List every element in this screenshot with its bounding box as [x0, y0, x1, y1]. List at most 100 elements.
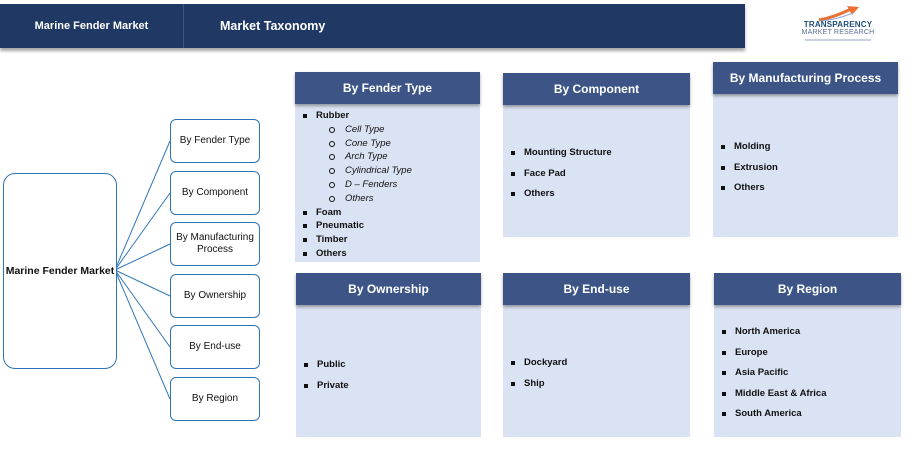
list-item-label: Dockyard — [524, 357, 568, 368]
list-item: Public — [304, 355, 349, 376]
list-item-label: Face Pad — [524, 167, 566, 179]
bullet-icon — [511, 171, 515, 176]
bullet-icon — [303, 251, 307, 256]
list-item: Private — [304, 376, 349, 397]
branch-end-use: By End-use — [170, 325, 260, 369]
bullet-icon — [511, 192, 515, 196]
bullet-icon — [511, 381, 515, 386]
root-node: Marine Fender Market — [3, 173, 117, 369]
list-item-label: Private — [317, 379, 349, 391]
list-item: Others — [721, 178, 778, 199]
logo-arrow-icon — [818, 6, 859, 22]
hollow-bullet-icon — [329, 154, 335, 161]
sub-list-item: D – Fenders — [303, 178, 412, 192]
branch-component: By Component — [170, 171, 260, 215]
bullet-icon — [303, 210, 307, 215]
list-item: Molding — [721, 137, 778, 158]
list-item-label: Molding — [734, 141, 771, 152]
connector-line-2 — [114, 243, 171, 271]
bullet-icon — [721, 165, 725, 170]
connector-line-5 — [114, 269, 171, 400]
list-item: Others — [511, 184, 612, 205]
sub-list-item: Others — [303, 192, 412, 206]
bullet-icon — [511, 361, 515, 365]
bullet-icon — [722, 412, 726, 416]
list-item: North America — [722, 322, 827, 343]
list-item-label: Middle East & Africa — [735, 387, 827, 399]
card-title: By Component — [503, 73, 690, 105]
connector-line-3 — [114, 269, 171, 297]
list-item: Ship — [511, 374, 567, 395]
sub-list-item: Arch Type — [303, 150, 412, 164]
list-item-label: Rubber — [316, 110, 350, 121]
bullet-icon — [304, 363, 308, 367]
list-item-label: Cone Type — [345, 137, 391, 149]
bullet-icon — [304, 383, 308, 388]
header-market-title: Marine Fender Market — [0, 4, 184, 48]
list-item-label: Mounting Structure — [524, 147, 612, 158]
list-item-label: Arch Type — [345, 151, 388, 163]
bullet-icon — [722, 330, 726, 334]
list-item: Rubber — [303, 109, 412, 123]
header-bar: Marine Fender Market Market Taxonomy — [0, 4, 745, 48]
list-item: Timber — [303, 233, 412, 247]
branch-fender-type: By Fender Type — [170, 119, 260, 163]
list-item: Mounting Structure — [511, 143, 612, 164]
logo-line-1: TRANSPARENCY — [803, 20, 873, 29]
header-page-title: Market Taxonomy — [220, 19, 326, 33]
bullet-icon — [303, 114, 307, 118]
list-item-label: Others — [345, 192, 374, 204]
list-item-label: Cell Type — [345, 123, 385, 135]
list-item: Extrusion — [721, 158, 778, 179]
branch-ownership: By Ownership — [170, 274, 260, 318]
sub-list-item: Cylindrical Type — [303, 164, 412, 178]
list-item-label: Extrusion — [734, 161, 778, 173]
bullet-icon — [722, 350, 726, 355]
hollow-bullet-icon — [329, 168, 335, 175]
company-logo: TRANSPARENCY MARKET RESEARCH — [795, 6, 885, 52]
list-item: Asia Pacific — [722, 363, 827, 384]
list-item-label: Ship — [524, 377, 545, 389]
bullet-icon — [722, 391, 726, 396]
list-item-label: Europe — [735, 346, 768, 358]
list-item: South America — [722, 404, 827, 425]
bullet-icon — [511, 151, 515, 155]
hollow-bullet-icon — [329, 140, 335, 147]
list-item-label: Public — [317, 359, 346, 370]
list-item: Pneumatic — [303, 219, 412, 233]
bullet-icon — [721, 186, 725, 190]
connector-line-4 — [114, 269, 171, 348]
bullet-icon — [303, 224, 307, 229]
logo-line-2: MARKET RESEARCH — [801, 29, 875, 36]
connector-line-1 — [114, 192, 171, 271]
list-item-label: D – Fenders — [345, 178, 398, 190]
card-title: By Region — [714, 273, 901, 305]
list-item-label: Asia Pacific — [735, 367, 789, 378]
list-item-label: Pneumatic — [316, 220, 365, 232]
list-item: Dockyard — [511, 353, 567, 374]
list-item: Face Pad — [511, 164, 612, 185]
branch-manufacturing-process: By Manufacturing Process — [170, 222, 260, 266]
card-title: By Ownership — [296, 273, 481, 305]
card-title: By Fender Type — [295, 72, 480, 104]
hollow-bullet-icon — [329, 126, 335, 133]
bullet-icon — [722, 371, 726, 375]
card-title: By End-use — [503, 273, 690, 305]
list-item-label: Cylindrical Type — [345, 165, 412, 177]
hollow-bullet-icon — [329, 181, 335, 188]
list-item: Others — [303, 247, 412, 261]
sub-list-item: Cone Type — [303, 137, 412, 151]
list-item-label: Others — [734, 182, 765, 193]
bullet-icon — [721, 145, 725, 149]
branch-region: By Region — [170, 377, 260, 421]
